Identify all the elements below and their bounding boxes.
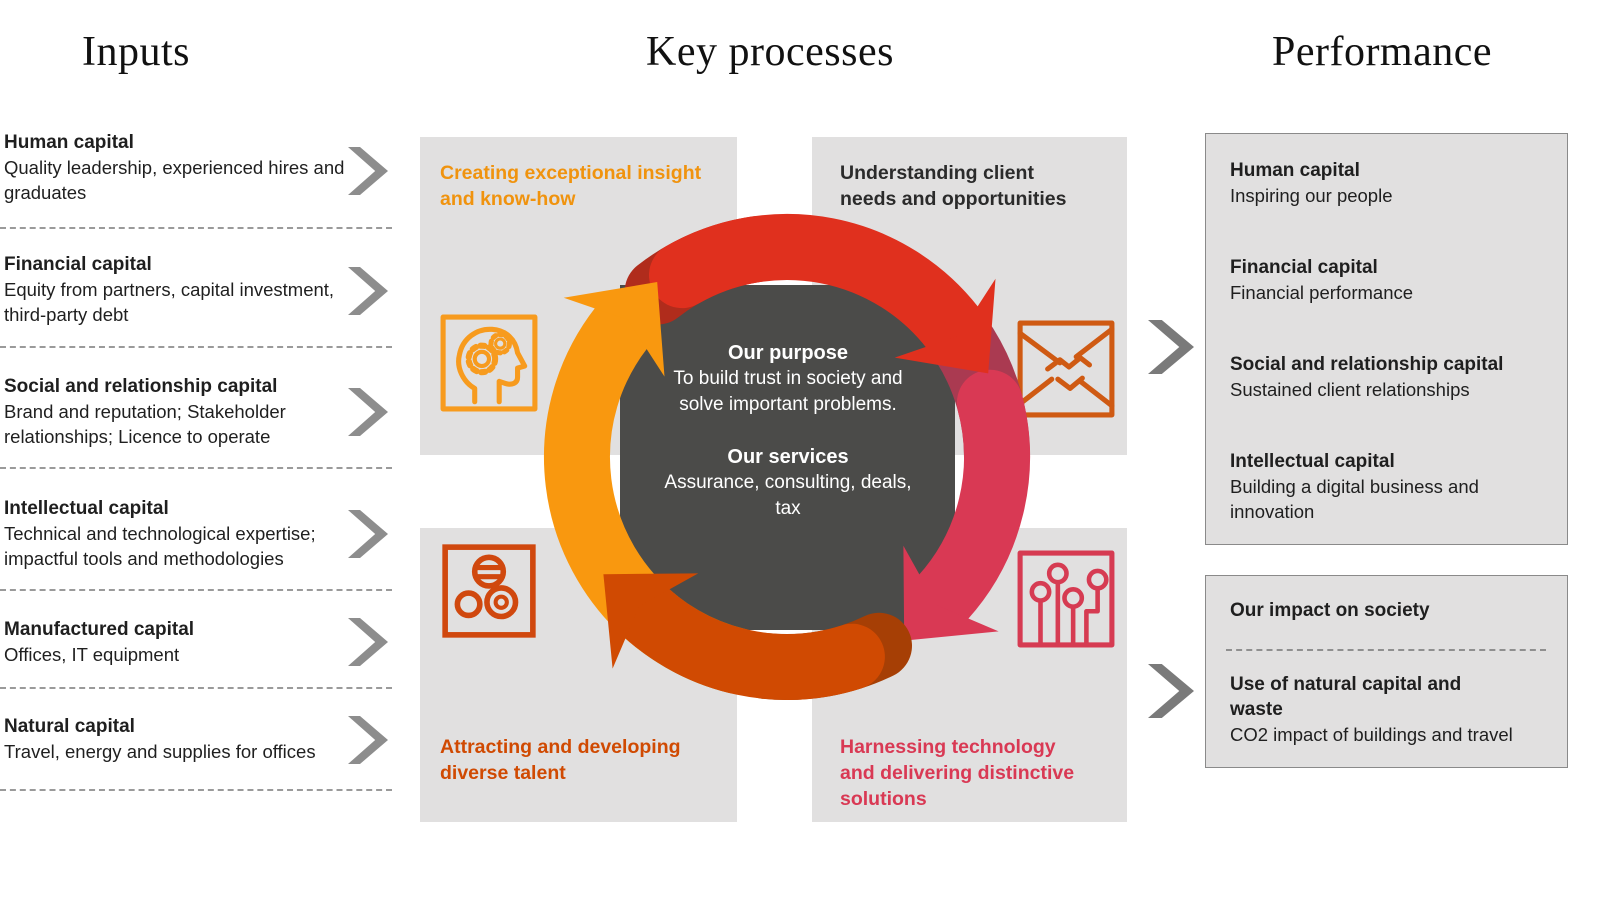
input-financial-capital: Financial capital Equity from partners, … xyxy=(4,252,348,327)
performance-title: Financial capital xyxy=(1230,257,1378,278)
services-text: Assurance, consulting, deals, tax xyxy=(664,472,912,519)
process-label-technology: Harnessing technology and delivering dis… xyxy=(840,736,1075,810)
cycle-arrow-red xyxy=(624,213,996,374)
input-desc: Equity from partners, capital investment… xyxy=(4,279,335,325)
input-desc: Brand and reputation; Stakeholder relati… xyxy=(4,401,286,447)
natural-desc: CO2 impact of buildings and travel xyxy=(1230,724,1513,745)
cycle-arrow-rust xyxy=(603,573,912,701)
impact-on-society: Our impact on society xyxy=(1230,598,1550,623)
natural-title: Use of natural capital and waste xyxy=(1230,674,1462,720)
head-gears-icon xyxy=(440,314,538,412)
input-desc: Travel, energy and supplies for offices xyxy=(4,741,316,762)
input-desc: Offices, IT equipment xyxy=(4,644,180,665)
purpose-text: To build trust in society and solve impo… xyxy=(673,368,903,415)
chevron-right-icon xyxy=(348,618,388,666)
divider xyxy=(0,687,392,689)
performance-title: Social and relationship capital xyxy=(1230,354,1504,375)
performance-desc: Building a digital business and innovati… xyxy=(1230,476,1479,522)
performance-human-capital: Human capital Inspiring our people xyxy=(1230,158,1550,208)
input-desc: Quality leadership, experienced hires an… xyxy=(4,157,345,203)
input-intellectual-capital: Intellectual capital Technical and techn… xyxy=(4,496,348,571)
purpose-square xyxy=(620,285,955,630)
inputs-header: Inputs xyxy=(82,29,190,75)
input-social-capital: Social and relationship capital Brand an… xyxy=(4,374,348,449)
process-label-talent: Attracting and developing diverse talent xyxy=(440,736,681,784)
purpose-services-text: Our purpose To build trust in society an… xyxy=(660,340,916,522)
divider xyxy=(0,467,392,469)
input-natural-capital: Natural capital Travel, energy and suppl… xyxy=(4,714,356,764)
performance-capitals-box: Human capital Inspiring our people Finan… xyxy=(1205,133,1568,545)
circuit-technology-icon xyxy=(1017,550,1115,648)
purpose-title: Our purpose xyxy=(727,342,848,364)
performance-intellectual-capital: Intellectual capital Building a digital … xyxy=(1230,449,1550,524)
performance-desc: Inspiring our people xyxy=(1230,185,1393,206)
performance-society-box: Our impact on society Use of natural cap… xyxy=(1205,575,1568,768)
impact-title: Our impact on society xyxy=(1230,600,1430,621)
performance-desc: Sustained client relationships xyxy=(1230,379,1470,400)
diversity-circles-icon xyxy=(442,544,536,638)
chevron-right-icon xyxy=(1148,664,1194,718)
divider xyxy=(0,227,392,229)
input-title: Financial capital xyxy=(4,254,152,275)
input-desc: Technical and technological expertise; i… xyxy=(4,523,316,569)
input-title: Natural capital xyxy=(4,716,135,737)
divider xyxy=(0,346,392,348)
natural-capital-waste: Use of natural capital and waste CO2 imp… xyxy=(1230,672,1513,747)
performance-header: Performance xyxy=(1271,29,1493,75)
performance-title: Human capital xyxy=(1230,160,1360,181)
chevron-right-icon xyxy=(348,147,388,195)
chevron-right-icon xyxy=(348,267,388,315)
input-human-capital: Human capital Quality leadership, experi… xyxy=(4,130,348,205)
input-title: Manufactured capital xyxy=(4,619,195,640)
process-label-client: Understanding client needs and opportuni… xyxy=(840,162,1067,210)
divider xyxy=(0,789,392,791)
chevron-right-icon xyxy=(1148,320,1194,374)
performance-financial-capital: Financial capital Financial performance xyxy=(1230,255,1550,305)
input-title: Social and relationship capital xyxy=(4,376,278,397)
input-manufactured-capital: Manufactured capital Offices, IT equipme… xyxy=(4,617,348,667)
divider xyxy=(1226,649,1546,651)
performance-desc: Financial performance xyxy=(1230,282,1414,303)
process-label-insight: Creating exceptional insight and know-ho… xyxy=(440,162,702,210)
input-title: Intellectual capital xyxy=(4,498,169,519)
performance-social-capital: Social and relationship capital Sustaine… xyxy=(1230,352,1550,402)
divider xyxy=(0,589,392,591)
input-title: Human capital xyxy=(4,132,134,153)
chevron-right-icon xyxy=(348,510,388,558)
services-title: Our services xyxy=(727,446,849,468)
key-processes-header: Key processes xyxy=(646,29,894,75)
chevron-right-icon xyxy=(348,388,388,436)
performance-title: Intellectual capital xyxy=(1230,451,1395,472)
handshake-icon xyxy=(1017,320,1115,418)
purpose-cycle-graphic xyxy=(543,213,1030,701)
